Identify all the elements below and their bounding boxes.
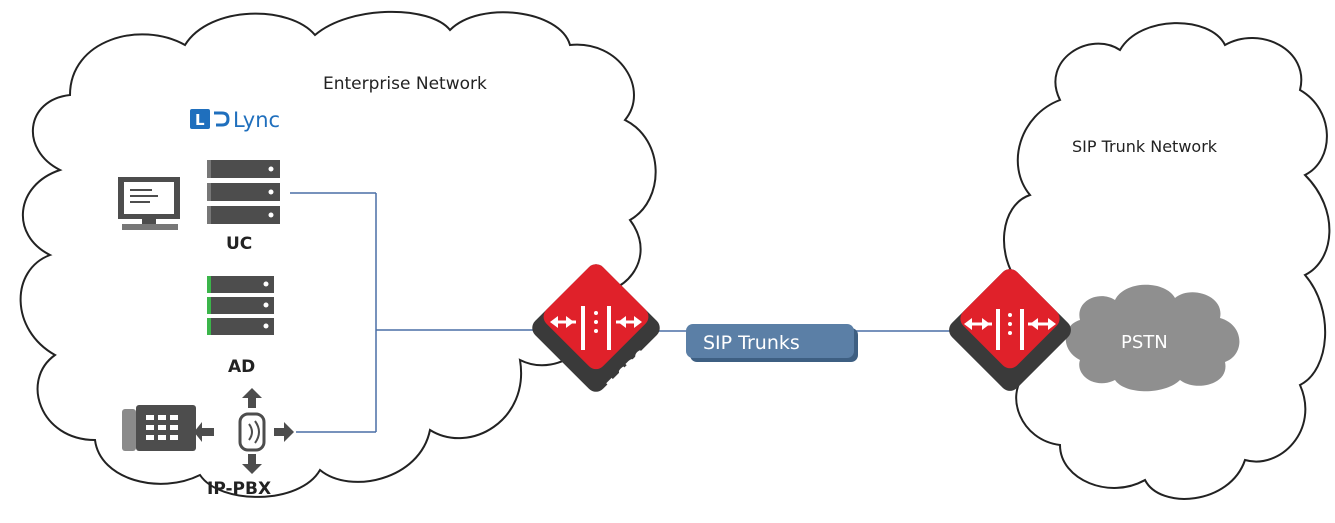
uc-server-icon: [207, 160, 280, 224]
sip-trunk-network-title: SIP Trunk Network: [1072, 137, 1218, 156]
pbx-router-icon: [194, 388, 294, 474]
enterprise-network-title: Enterprise Network: [323, 74, 487, 94]
ip-phone-icon: [122, 405, 196, 451]
ad-server-icon: [207, 276, 274, 335]
sip-trunks-pill: SIP Trunks: [686, 324, 858, 362]
svg-text:L: L: [195, 111, 205, 129]
lync-brand-text: Lync: [233, 108, 280, 132]
sip-trunks-label: SIP Trunks: [703, 332, 800, 354]
sip-trunk-cloud: [1000, 22, 1331, 500]
pstn-cloud: [1065, 284, 1240, 392]
lync-icon: [190, 109, 210, 129]
ad-label: AD: [228, 357, 255, 377]
lync-logo: L Lync: [190, 108, 280, 132]
pstn-label: PSTN: [1121, 332, 1168, 353]
uc-label: UC: [226, 234, 252, 254]
desktop-computer-icon: [118, 177, 180, 230]
sbc-device-icon: [949, 269, 1071, 391]
ip-pbx-label: IP-PBX: [207, 479, 271, 499]
esbc-device-icon: [532, 264, 660, 392]
